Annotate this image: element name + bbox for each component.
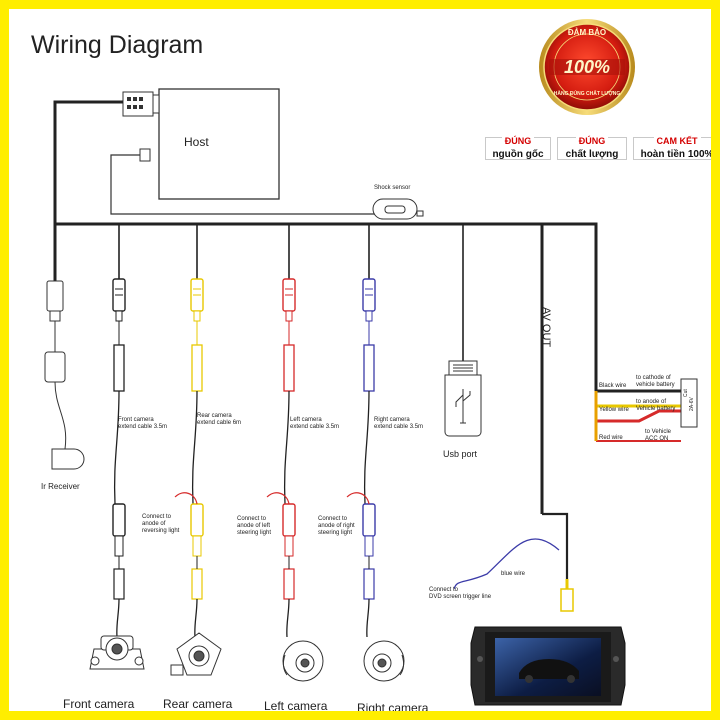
black-to-1: to cathode of xyxy=(636,375,671,381)
right-extend-cable xyxy=(363,390,370,505)
ir-receiver-label: Ir Receiver xyxy=(41,482,80,491)
left-cam-plug xyxy=(283,568,295,600)
badge-quality-top: ĐÚNG xyxy=(575,136,609,147)
left-cable-label-2: extend cable 3.5m xyxy=(290,424,339,430)
badge-quality: ĐÚNG chất lượng xyxy=(557,136,627,160)
right-plug-tip xyxy=(365,310,373,322)
front-plug-tip xyxy=(115,310,123,322)
left-steer-note-1: Connect to xyxy=(237,516,267,522)
rear-plug-tip xyxy=(193,310,201,322)
right-steer-note-2: anode of right xyxy=(318,523,355,529)
host-box xyxy=(158,88,280,200)
right-cable-label-2: extend cable 3.5m xyxy=(374,424,423,430)
rear-mid-plug xyxy=(190,503,204,537)
red-wire-label: Red wire xyxy=(599,435,623,441)
right-cable-label-1: Right camera xyxy=(374,417,410,423)
left-cable-label-1: Left camera xyxy=(290,417,322,423)
reversing-note-1: Connect to xyxy=(142,514,172,520)
yellow-to-2: Vehicle battery xyxy=(636,406,675,412)
front-mid-socket xyxy=(114,535,124,557)
left-cam-wire xyxy=(286,598,290,638)
badge-refund-bottom: hoàn tiền 100% xyxy=(640,149,714,160)
black-wire-label: Black wire xyxy=(599,383,627,389)
rear-camera xyxy=(170,632,222,676)
rear-mid-socket xyxy=(192,535,202,557)
right-steer-note-3: steering light xyxy=(318,530,352,536)
left-camera-label: Left camera xyxy=(264,699,328,713)
front-cam-plug xyxy=(113,568,125,600)
front-socket xyxy=(113,344,125,392)
blue-wire-label: blue wire xyxy=(501,571,526,577)
seal-bottom: HÀNG ĐÚNG CHẤT LƯỢNG xyxy=(554,90,621,97)
seal-center: 100% xyxy=(564,57,610,77)
av-out-label: AV OUT xyxy=(540,307,552,347)
right-mid-plug xyxy=(362,503,376,537)
left-camera xyxy=(282,640,324,682)
host-sensor-connector xyxy=(139,148,151,162)
right-steer-note-1: Connect to xyxy=(318,516,348,522)
badge-quality-bottom: chất lượng xyxy=(565,149,619,160)
yellow-wire-label: Yellow wire xyxy=(599,407,629,413)
seal-top: ĐẢM BẢO xyxy=(568,28,606,37)
yellow-to-1: to anode of xyxy=(636,399,666,405)
dvd-head-unit xyxy=(470,626,626,706)
right-camera xyxy=(363,640,405,682)
rear-cam-wire xyxy=(194,598,198,638)
left-mid-socket xyxy=(284,535,294,557)
badge-refund: CAM KẾT hoàn tiền 100% xyxy=(633,136,714,160)
front-mid-plug xyxy=(112,503,126,537)
badge-origin-bottom: nguồn gốc xyxy=(492,149,544,160)
dvd-note-2: DVD screen trigger line xyxy=(429,594,492,600)
front-cam-wire xyxy=(116,598,120,638)
right-socket xyxy=(363,344,375,392)
red-to-2: ACC ON xyxy=(645,436,668,442)
right-camera-label: Right camera xyxy=(357,701,429,715)
shock-sensor-label: Shock sensor xyxy=(374,185,410,191)
usb-port xyxy=(444,360,482,437)
badge-refund-top: CAM KẾT xyxy=(653,136,701,147)
rear-extend-cable xyxy=(191,390,198,505)
left-plug-tip xyxy=(285,310,293,322)
left-mid-plug xyxy=(282,503,296,537)
reversing-note-2: anode of xyxy=(142,521,166,527)
diagram-svg: Wiring Diagram Host Shock sensor Ir Rece… xyxy=(31,19,698,715)
front-camera-label: Front camera xyxy=(63,697,135,711)
left-trigger-wire xyxy=(266,492,290,505)
front-cable-label-1: Front camera xyxy=(118,417,154,423)
front-camera xyxy=(89,635,145,670)
usb-port-label: Usb port xyxy=(443,449,478,459)
rear-cable-label-2: extend cable 6m xyxy=(197,420,241,426)
fuse-label-1: Cut xyxy=(683,389,689,397)
host-label: Host xyxy=(184,135,209,149)
badge-origin: ĐÚNG nguồn gốc xyxy=(485,136,551,160)
dvd-note-1: Connect to xyxy=(429,587,459,593)
red-to-1: to Vehicle xyxy=(645,429,672,435)
front-cable-label-2: extend cable 3.5m xyxy=(118,424,167,430)
rear-cable-label-1: Rear camera xyxy=(197,413,232,419)
black-to-2: vehicle battery xyxy=(636,382,675,388)
right-mid-socket xyxy=(364,535,374,557)
reversing-note-3: reversing light xyxy=(142,528,180,534)
fuse-label-2: 2A-6V xyxy=(689,396,695,411)
right-cam-wire xyxy=(366,598,370,638)
left-socket xyxy=(283,344,295,392)
ir-receiver xyxy=(44,280,85,470)
host-main-connector xyxy=(122,91,154,117)
quality-seal: ĐẢM BẢO 100% HÀNG ĐÚNG CHẤT LƯỢNG xyxy=(539,19,635,115)
badge-origin-top: ĐÚNG xyxy=(501,136,535,147)
diagram-title: Wiring Diagram xyxy=(31,31,203,59)
rear-trigger-wire xyxy=(174,492,198,505)
fuse-box xyxy=(680,378,698,428)
front-extend-cable xyxy=(113,390,120,505)
rear-socket xyxy=(191,344,203,392)
left-steer-note-3: steering light xyxy=(237,530,271,536)
main-harness xyxy=(53,100,598,514)
right-trigger-wire xyxy=(346,492,370,505)
rear-camera-label: Rear camera xyxy=(163,697,233,711)
left-extend-cable xyxy=(283,390,290,505)
rear-cam-plug xyxy=(191,568,203,600)
right-cam-plug xyxy=(363,568,375,600)
left-steer-note-2: anode of left xyxy=(237,523,270,529)
